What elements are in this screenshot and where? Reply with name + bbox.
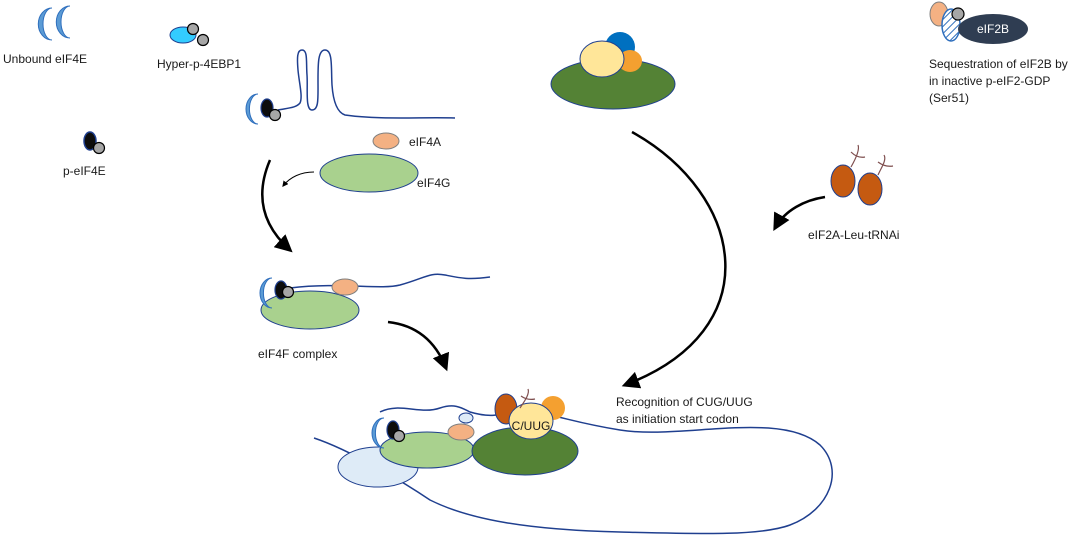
binding-small-arrow [282, 171, 315, 187]
eif2a-trna-shape [830, 144, 894, 206]
eif4f-complex-shape [259, 273, 491, 330]
recognition-line1: Recognition of CUG/UUG [616, 395, 753, 409]
mrna-top-with-cap [245, 49, 456, 125]
recognition-line2: as initiation start codon [616, 412, 739, 426]
eif4a-label: eIF4A [409, 135, 442, 149]
eif2b-caption-line2: in inactive p-eIF2-GDP [929, 74, 1051, 88]
p-eif4e-label: p-eIF4E [63, 164, 106, 178]
eif2b-caption-line3: (Ser51) [929, 91, 970, 105]
unbound-eif4e-label: Unbound eIF4E [3, 52, 88, 66]
eif2a-trna-label: eIF2A-Leu-tRNAi [808, 228, 900, 242]
hyper-4ebp1-label: Hyper-p-4EBP1 [157, 57, 242, 71]
eif4g-label: eIF4G [417, 176, 451, 190]
hyper-4ebp1-icon [169, 22, 210, 47]
eif4a-shape [372, 132, 400, 150]
complex-to-initiation-arrow [387, 320, 450, 372]
p-eif4e-icon [83, 131, 106, 155]
eif4f-complex-label: eIF4F complex [258, 347, 338, 361]
ribosome-top-shape [550, 32, 676, 110]
initiation-complex-shape: C/UUG [313, 388, 833, 535]
codon-label: C/UUG [512, 419, 551, 433]
assembly-arrow [261, 159, 293, 253]
eif4g-shape [319, 153, 419, 193]
unbound-eif4e-icon [37, 5, 71, 41]
eif2b-caption-line1: Sequestration of eIF2B by [929, 57, 1068, 71]
trna-delivery-arrow [773, 195, 826, 232]
ribosome-recruitment-arrow [621, 130, 727, 389]
eif2b-badge-label: eIF2B [977, 22, 1009, 36]
eif2b-sequestration-icon: eIF2B [929, 1, 1028, 44]
